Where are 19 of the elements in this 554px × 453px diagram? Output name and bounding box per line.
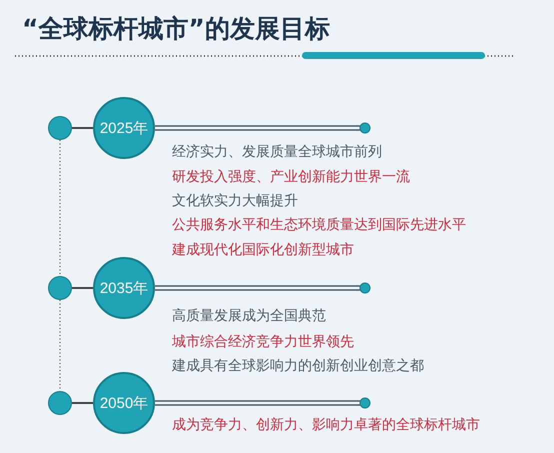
goal-text: 城市综合经济竞争力世界领先	[172, 333, 354, 351]
goal-text: 建成现代化国际化创新型城市	[172, 241, 354, 259]
goal-text: 建成具有全球影响力的创新创业创意之都	[172, 357, 424, 375]
year-label: 2035年	[100, 278, 148, 298]
timeline-dot	[48, 276, 72, 300]
timeline-dot	[48, 116, 72, 140]
goal-text: 文化软实力大幅提升	[172, 192, 298, 210]
connector-line	[72, 127, 93, 129]
goal-text: 公共服务水平和生态环境质量达到国际先进水平	[172, 216, 466, 234]
goal-text: 高质量发展成为全国典范	[172, 307, 326, 325]
year-label: 2050年	[100, 394, 148, 412]
timeline-dot	[48, 391, 72, 415]
connector-line	[72, 402, 93, 404]
connector-line	[72, 287, 93, 289]
goal-text: 经济实力、发展质量全球城市前列	[172, 143, 382, 161]
goal-text: 研发投入强度、产业创新能力世界一流	[172, 168, 410, 186]
year-label: 2025年	[100, 118, 148, 138]
goal-text: 成为竞争力、创新力、影响力卓著的全球标杆城市	[172, 416, 480, 434]
title: “全球标杆城市”的发展目标	[22, 13, 330, 45]
